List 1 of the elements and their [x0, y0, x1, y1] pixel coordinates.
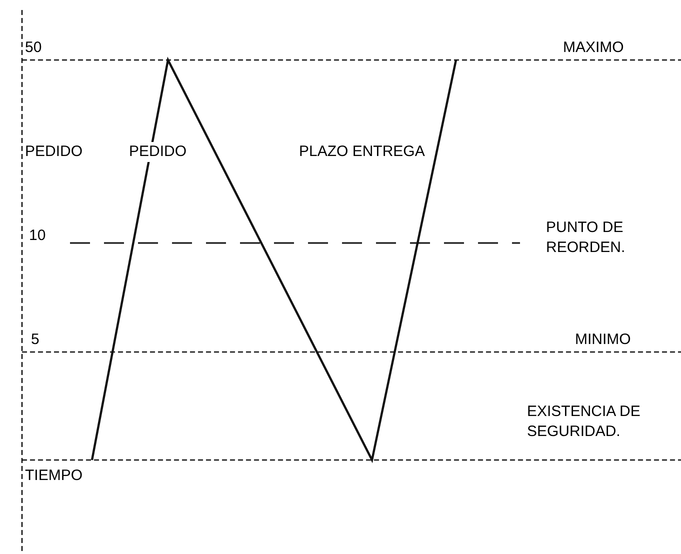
axis-label: PEDIDO: [128, 142, 188, 162]
